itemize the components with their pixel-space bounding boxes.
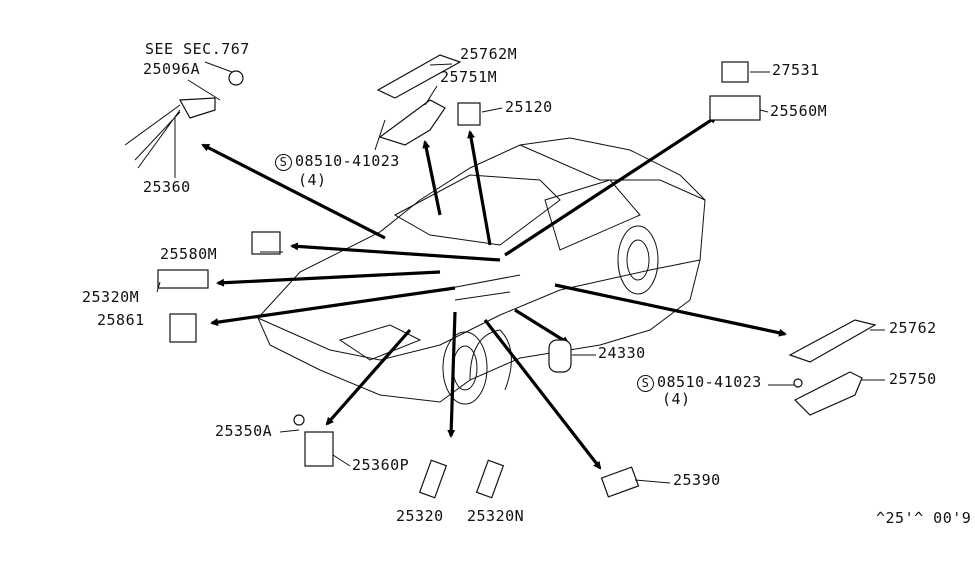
sensor-24330-part	[548, 339, 572, 373]
label-25320[interactable]: 25320	[396, 507, 444, 525]
switch-25390-part	[600, 466, 640, 498]
arrow-25560m	[504, 115, 718, 257]
switch-25360p-part	[304, 431, 334, 467]
label-see-sec-767: SEE SEC.767	[145, 40, 250, 58]
part-shapes	[124, 54, 877, 499]
arrow-25320m	[216, 270, 441, 287]
label-25390[interactable]: 25390	[673, 471, 721, 489]
finisher-25762-part	[788, 319, 877, 363]
label-25096a[interactable]: 25096A	[143, 60, 201, 78]
switch-25320m-part	[157, 269, 209, 289]
screw-part-number: 08510-41023	[295, 152, 400, 170]
label-25120[interactable]: 25120	[505, 98, 553, 116]
arrow-25120	[467, 130, 492, 246]
arrow-25861	[210, 286, 456, 327]
screw-s-icon: S	[275, 154, 292, 171]
label-25762[interactable]: 25762	[889, 319, 937, 337]
arrow-25751m	[422, 140, 442, 216]
switch-25320-part	[418, 459, 448, 499]
drawing-code: ^25'^ 00'9	[876, 509, 972, 527]
leader-lines	[156, 61, 885, 484]
arrow-25390	[483, 319, 602, 470]
label-screw-qty-a: (4)	[298, 171, 327, 189]
label-25580m[interactable]: 25580M	[160, 245, 218, 263]
label-25350a[interactable]: 25350A	[215, 422, 273, 440]
label-screw-qty-b: (4)	[662, 390, 691, 408]
label-25320m[interactable]: 25320M	[82, 288, 140, 306]
bracket-25751m-part	[378, 99, 446, 146]
screw-part-number: 08510-41023	[657, 373, 762, 391]
switch-27531-part	[721, 61, 749, 83]
label-27531[interactable]: 27531	[772, 61, 820, 79]
grommet-part	[228, 70, 244, 86]
arrow-25320	[447, 311, 457, 438]
label-24330[interactable]: 24330	[598, 344, 646, 362]
label-25560m[interactable]: 25560M	[770, 102, 828, 120]
screw-s-icon: S	[637, 375, 654, 392]
label-25751m[interactable]: 25751M	[440, 68, 498, 86]
pointer-arrows	[201, 115, 787, 470]
arrow-25360	[201, 143, 386, 240]
switch-25861-part	[169, 313, 197, 343]
switch-25360-part	[179, 97, 216, 119]
arrow-24330	[514, 308, 570, 345]
arrow-25762	[554, 283, 787, 337]
finisher-25762m-part	[376, 54, 462, 99]
label-25762m[interactable]: 25762M	[460, 45, 518, 63]
switch-25750-part	[793, 371, 863, 416]
label-25320n[interactable]: 25320N	[467, 507, 525, 525]
label-25360[interactable]: 25360	[143, 178, 191, 196]
label-25861[interactable]: 25861	[97, 311, 145, 329]
arrow-25580m	[290, 242, 501, 262]
switch-25120-part	[457, 102, 481, 126]
switch-25320n-part	[475, 459, 505, 499]
label-25360p[interactable]: 25360P	[352, 456, 410, 474]
label-25750[interactable]: 25750	[889, 370, 937, 388]
switch-25560m-part	[709, 95, 761, 121]
switch-25580m-part	[251, 231, 281, 255]
arrow-25360p	[325, 328, 412, 426]
